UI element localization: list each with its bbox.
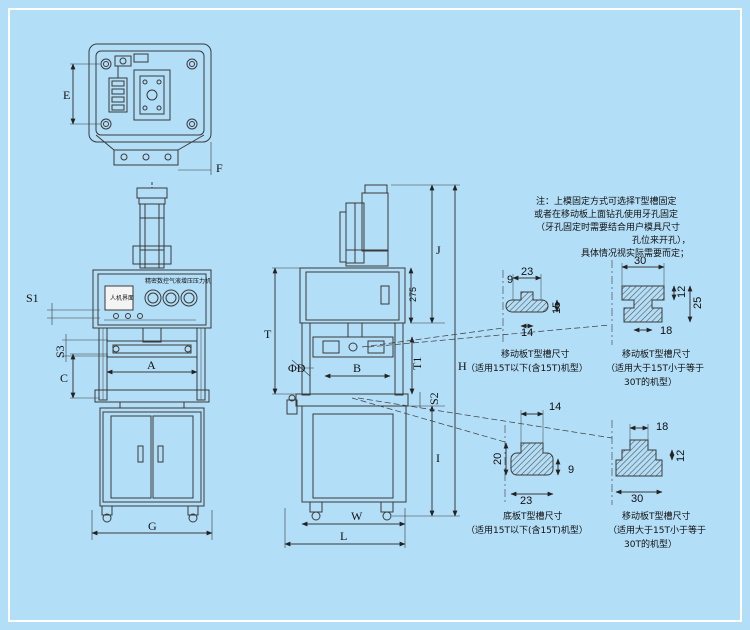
slot-d-dim-18: 18 [656,421,668,433]
dim-W-label: W [351,509,363,523]
dim-C-label: C [60,371,68,385]
slot-a-dim-15: 15 [551,302,563,314]
dim-phiD-label: ΦD [288,361,306,375]
dim-S3-label: S3 [53,345,67,358]
slot-b-caption-2: （适用大于15T小于等于 [606,362,704,374]
note-line-4: 孔位来开孔）， [632,234,691,246]
side-view [272,184,613,548]
note-line-2: 或者在移动板上面钻孔使用牙孔固定 [534,208,678,220]
slot-b-dim-30: 30 [634,255,646,267]
slot-d-dim-12: 12 [675,450,687,462]
panel-title: 精密数控气液增压压力机 [145,277,211,285]
dim-S1-label: S1 [26,291,39,305]
dim-H-label: H [458,359,467,373]
dim-T1-label: T1 [410,357,424,370]
slot-c-dim-23: 23 [520,495,532,507]
note-line-5: 具体情况视实际需要而定； [581,247,689,259]
slot-a-dim-23: 23 [521,266,533,278]
slot-c-caption-2: （适用15T以下(含15T)机型） [466,524,588,536]
dim-F-label: F [216,161,223,175]
dim-275-label: 275 [408,287,418,302]
slot-b-dim-25: 25 [692,297,704,309]
front-view [47,182,213,540]
slot-b-dim-18: 18 [660,325,672,337]
slot-detail-b [611,260,693,345]
panel-label: 人机界面 [110,294,134,302]
slot-d-caption-3: 30T的机型） [624,538,677,550]
sheet-frame [8,8,742,622]
slot-detail-c [503,410,561,505]
slot-c-dim-20: 20 [492,453,504,465]
dim-J-label: J [436,243,441,257]
dim-L-label: L [340,529,347,543]
slot-a-caption-1: 移动板T型槽尺寸 [501,348,570,360]
slot-d-dim-30: 30 [631,493,643,505]
slot-detail-d [611,420,675,505]
dim-A-label: A [147,358,156,372]
dim-B-label: B [353,361,361,375]
slot-b-caption-3: 30T的机型） [624,376,677,388]
dim-G-label: G [148,519,157,533]
slot-a-dim-14: 14 [521,327,533,339]
slot-c-caption-1: 底板T型槽尺寸 [503,510,563,522]
note-line-1: 注：上模固定方式可选择T型槽固定 [536,195,677,207]
dim-T-label: T [264,327,272,341]
top-view [70,43,212,175]
slot-d-caption-1: 移动板T型槽尺寸 [622,510,691,522]
slot-a-caption-2: （适用15T以下(含15T)机型） [466,362,588,374]
slot-detail-a [502,270,560,345]
slot-d-caption-2: （适用大于15T小于等于 [608,524,706,536]
dim-I-label: I [436,451,440,465]
slot-a-dim-9: 9 [507,274,513,286]
slot-b-dim-12: 12 [676,286,688,298]
dim-E-label: E [63,88,70,102]
dim-S2-label: S2 [427,392,441,405]
slot-c-dim-9: 9 [568,464,574,476]
slot-c-dim-14: 14 [549,401,561,413]
note-line-3: （牙孔固定时需要结合用户模具尺寸 [536,221,680,233]
slot-b-caption-1: 移动板T型槽尺寸 [622,348,691,360]
